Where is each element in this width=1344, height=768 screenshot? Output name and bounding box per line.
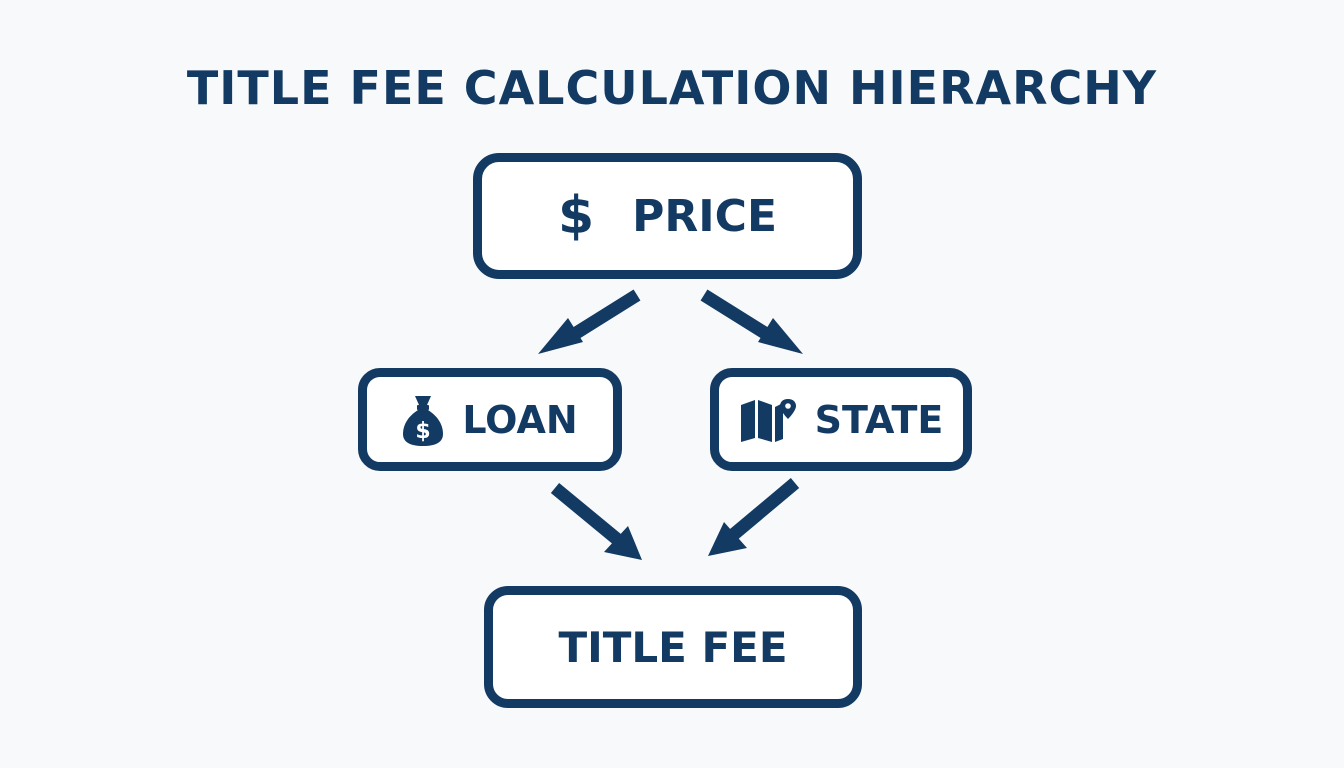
diagram-title: TITLE FEE CALCULATION HIERARCHY: [186, 61, 1158, 115]
node-price-label: PRICE: [632, 190, 778, 242]
node-loan: $ LOAN: [358, 368, 622, 471]
node-loan-label: LOAN: [462, 397, 578, 442]
arrow-loan-to-title-fee: [550, 482, 642, 560]
node-state: STATE: [710, 368, 972, 471]
node-price: $ PRICE: [473, 153, 862, 279]
money-bag-icon: $: [402, 393, 444, 447]
node-state-label: STATE: [814, 397, 944, 442]
map-pin-icon: [739, 397, 797, 443]
arrow-state-to-title-fee: [708, 478, 800, 556]
dollar-sign-icon: $: [557, 186, 595, 246]
arrow-price-to-state: [700, 289, 803, 354]
svg-text:$: $: [416, 419, 431, 444]
arrow-price-to-loan: [538, 289, 641, 354]
node-title-fee-label: TITLE FEE: [558, 622, 788, 672]
node-title-fee: TITLE FEE: [484, 586, 862, 708]
